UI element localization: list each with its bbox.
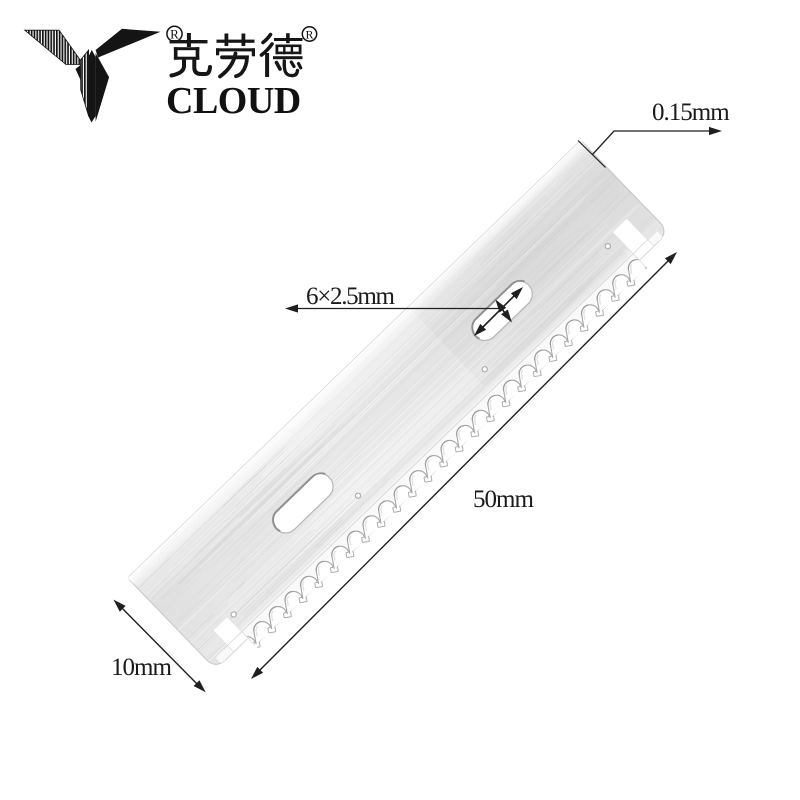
svg-text:R: R (170, 27, 179, 42)
svg-text:0.15mm: 0.15mm (652, 99, 730, 126)
svg-text:10mm: 10mm (111, 654, 172, 681)
svg-text:CLOUD: CLOUD (166, 80, 301, 122)
svg-text:6×2.5mm: 6×2.5mm (306, 283, 395, 310)
svg-text:50mm: 50mm (473, 486, 534, 513)
svg-text:R: R (305, 28, 313, 42)
